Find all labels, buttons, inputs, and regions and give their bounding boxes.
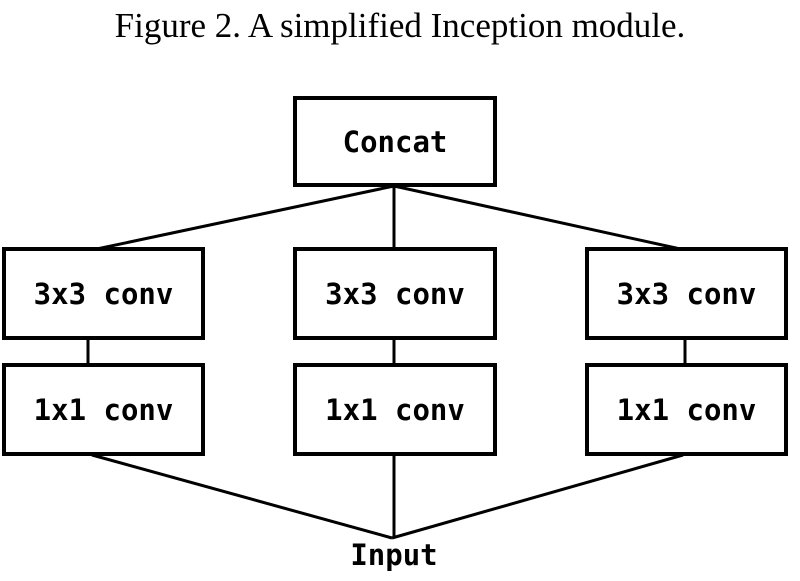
conv1x1-left-label: 1x1 conv <box>33 392 174 427</box>
conv1x1-right-label: 1x1 conv <box>616 392 757 427</box>
figure-caption: Figure 2. A simplified Inception module. <box>114 6 686 45</box>
conv1x1-box-right: 1x1 conv <box>585 363 788 456</box>
conv1x1-box-middle: 1x1 conv <box>293 363 497 456</box>
conv3x3-middle-label: 3x3 conv <box>325 276 465 311</box>
conv3x3-box-middle: 3x3 conv <box>293 247 497 340</box>
input-label: Input <box>350 538 438 572</box>
edge-concat-to-right <box>393 184 686 252</box>
edge-right-to-input <box>391 453 684 540</box>
conv1x1-box-left: 1x1 conv <box>2 363 205 456</box>
conv3x3-right-label: 3x3 conv <box>616 276 757 311</box>
edge-concat-to-left <box>91 184 395 252</box>
conv1x1-middle-label: 1x1 conv <box>325 392 465 427</box>
concat-label: Concat <box>342 124 448 159</box>
conv3x3-left-label: 3x3 conv <box>33 276 174 311</box>
concat-box: Concat <box>293 96 497 187</box>
conv3x3-box-left: 3x3 conv <box>2 247 205 340</box>
edge-left-to-input <box>91 453 393 540</box>
conv3x3-box-right: 3x3 conv <box>585 247 788 340</box>
